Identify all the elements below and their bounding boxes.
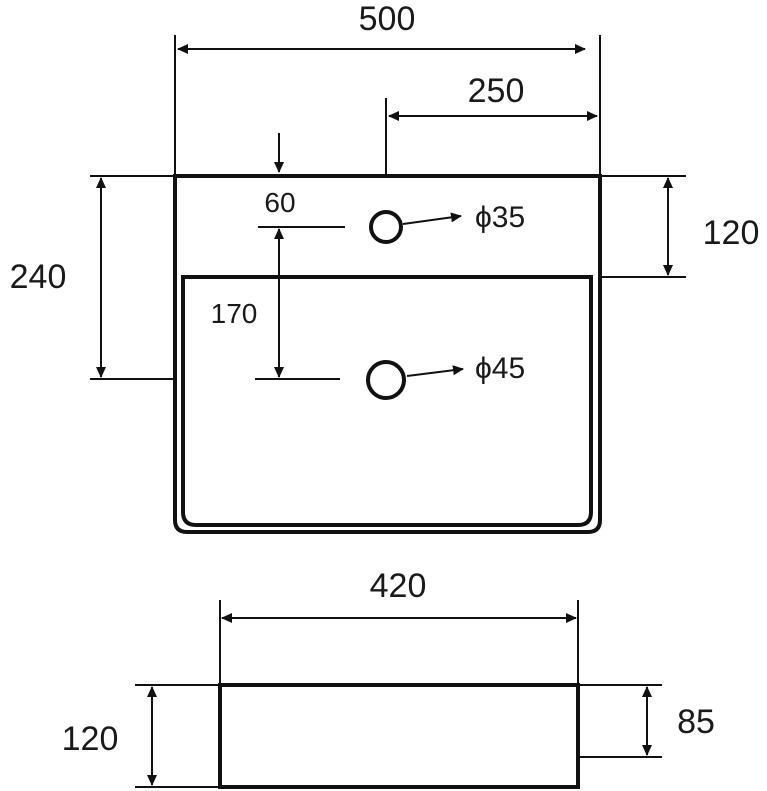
callout-tap-hole: ϕ35 [402,201,525,234]
dimension-420: 420 [219,567,579,685]
dimension-240: 240 [10,175,175,380]
label-85: 85 [677,703,715,741]
basin-outline [173,174,602,534]
top-view: 500 250 60 170 240 [10,0,760,534]
label-500: 500 [359,0,416,38]
dimension-120-top: 120 [600,175,760,278]
label-120-top: 120 [703,214,760,252]
label-diameter-45: ϕ45 [475,352,525,385]
dimension-60: 60 [264,133,296,218]
dimension-170: 170 [211,226,345,380]
callout-drain-hole: ϕ45 [406,352,525,385]
label-120-side: 120 [62,720,119,758]
dimension-85: 85 [578,684,715,758]
side-view: 420 120 85 [62,567,715,789]
dimension-250: 250 [385,72,598,176]
tap-hole [369,210,403,244]
dimension-500: 500 [174,0,601,176]
label-60: 60 [264,187,295,218]
bowl-outline [181,275,593,527]
label-diameter-35: ϕ35 [475,201,525,234]
side-outline [218,683,580,789]
dimension-120-side: 120 [62,684,220,788]
drain-hole [366,360,406,400]
label-420: 420 [370,567,427,605]
label-250: 250 [468,72,525,110]
label-240: 240 [10,258,67,296]
label-170: 170 [211,298,258,329]
